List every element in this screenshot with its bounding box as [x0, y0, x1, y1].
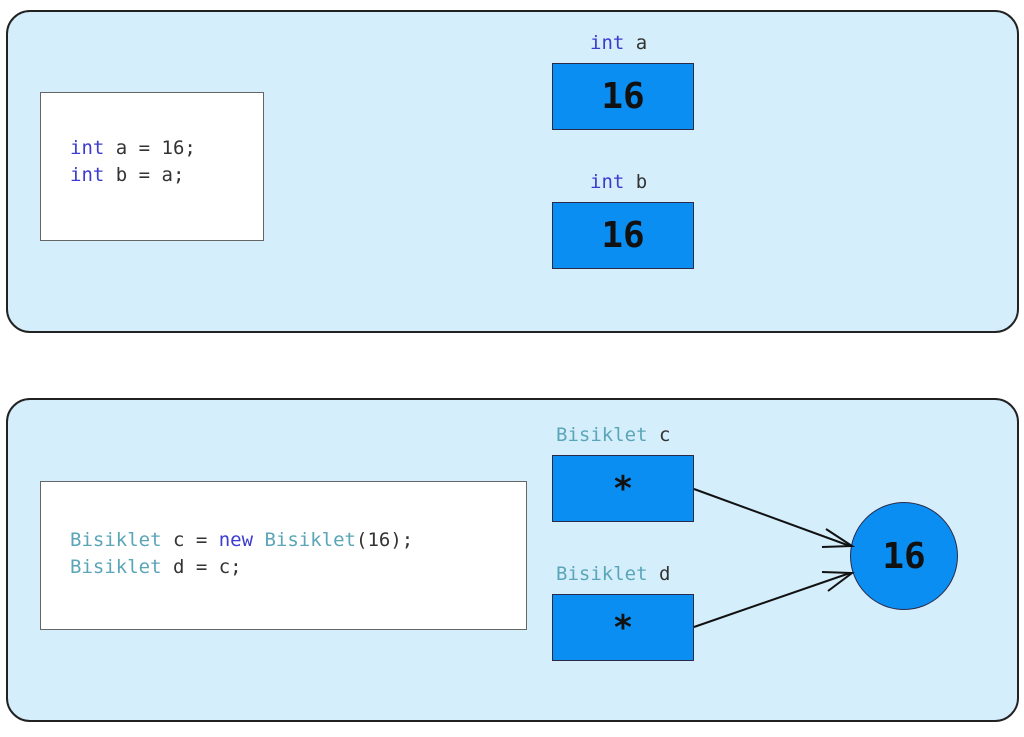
var-d-name: d	[647, 563, 671, 585]
code-line: int b = a;	[70, 162, 263, 189]
code-rest: (16);	[356, 529, 414, 551]
code-mid: c =	[161, 529, 219, 551]
var-c-pointer: *	[612, 468, 634, 509]
code-line: Bisiklet c = new Bisiklet(16);	[70, 527, 526, 554]
code-type: Bisiklet	[70, 529, 162, 551]
code-rest: b = a;	[104, 164, 185, 186]
var-b-label: int b	[590, 171, 647, 193]
code-constructor: Bisiklet	[253, 529, 356, 551]
heap-object-circle: 16	[850, 502, 958, 610]
var-c-box: *	[552, 455, 694, 522]
code-rest: a = 16;	[104, 137, 196, 159]
code-type: int	[70, 164, 105, 186]
var-a-label: int a	[590, 32, 647, 54]
reference-code-box: Bisiklet c = new Bisiklet(16); Bisiklet …	[40, 481, 527, 630]
var-a-box: 16	[552, 63, 694, 130]
var-a-name: a	[624, 32, 648, 54]
code-type: Bisiklet	[70, 556, 162, 578]
var-b-name: b	[624, 171, 648, 193]
var-b-type: int	[590, 171, 625, 193]
var-a-value: 16	[601, 76, 645, 117]
var-a-type: int	[590, 32, 625, 54]
var-d-pointer: *	[612, 607, 634, 648]
var-d-label: Bisiklet d	[556, 563, 670, 585]
var-c-label: Bisiklet c	[556, 424, 670, 446]
code-keyword: new	[218, 529, 254, 551]
primitive-code-box: int a = 16; int b = a;	[40, 92, 264, 241]
heap-object-value: 16	[882, 535, 926, 577]
var-b-box: 16	[552, 202, 694, 269]
code-type: int	[70, 137, 105, 159]
var-d-type: Bisiklet	[556, 563, 648, 585]
code-line: Bisiklet d = c;	[70, 554, 526, 581]
var-c-name: c	[647, 424, 671, 446]
var-b-value: 16	[601, 215, 645, 256]
code-rest: d = c;	[161, 556, 242, 578]
var-c-type: Bisiklet	[556, 424, 648, 446]
var-d-box: *	[552, 594, 694, 661]
code-line: int a = 16;	[70, 135, 263, 162]
